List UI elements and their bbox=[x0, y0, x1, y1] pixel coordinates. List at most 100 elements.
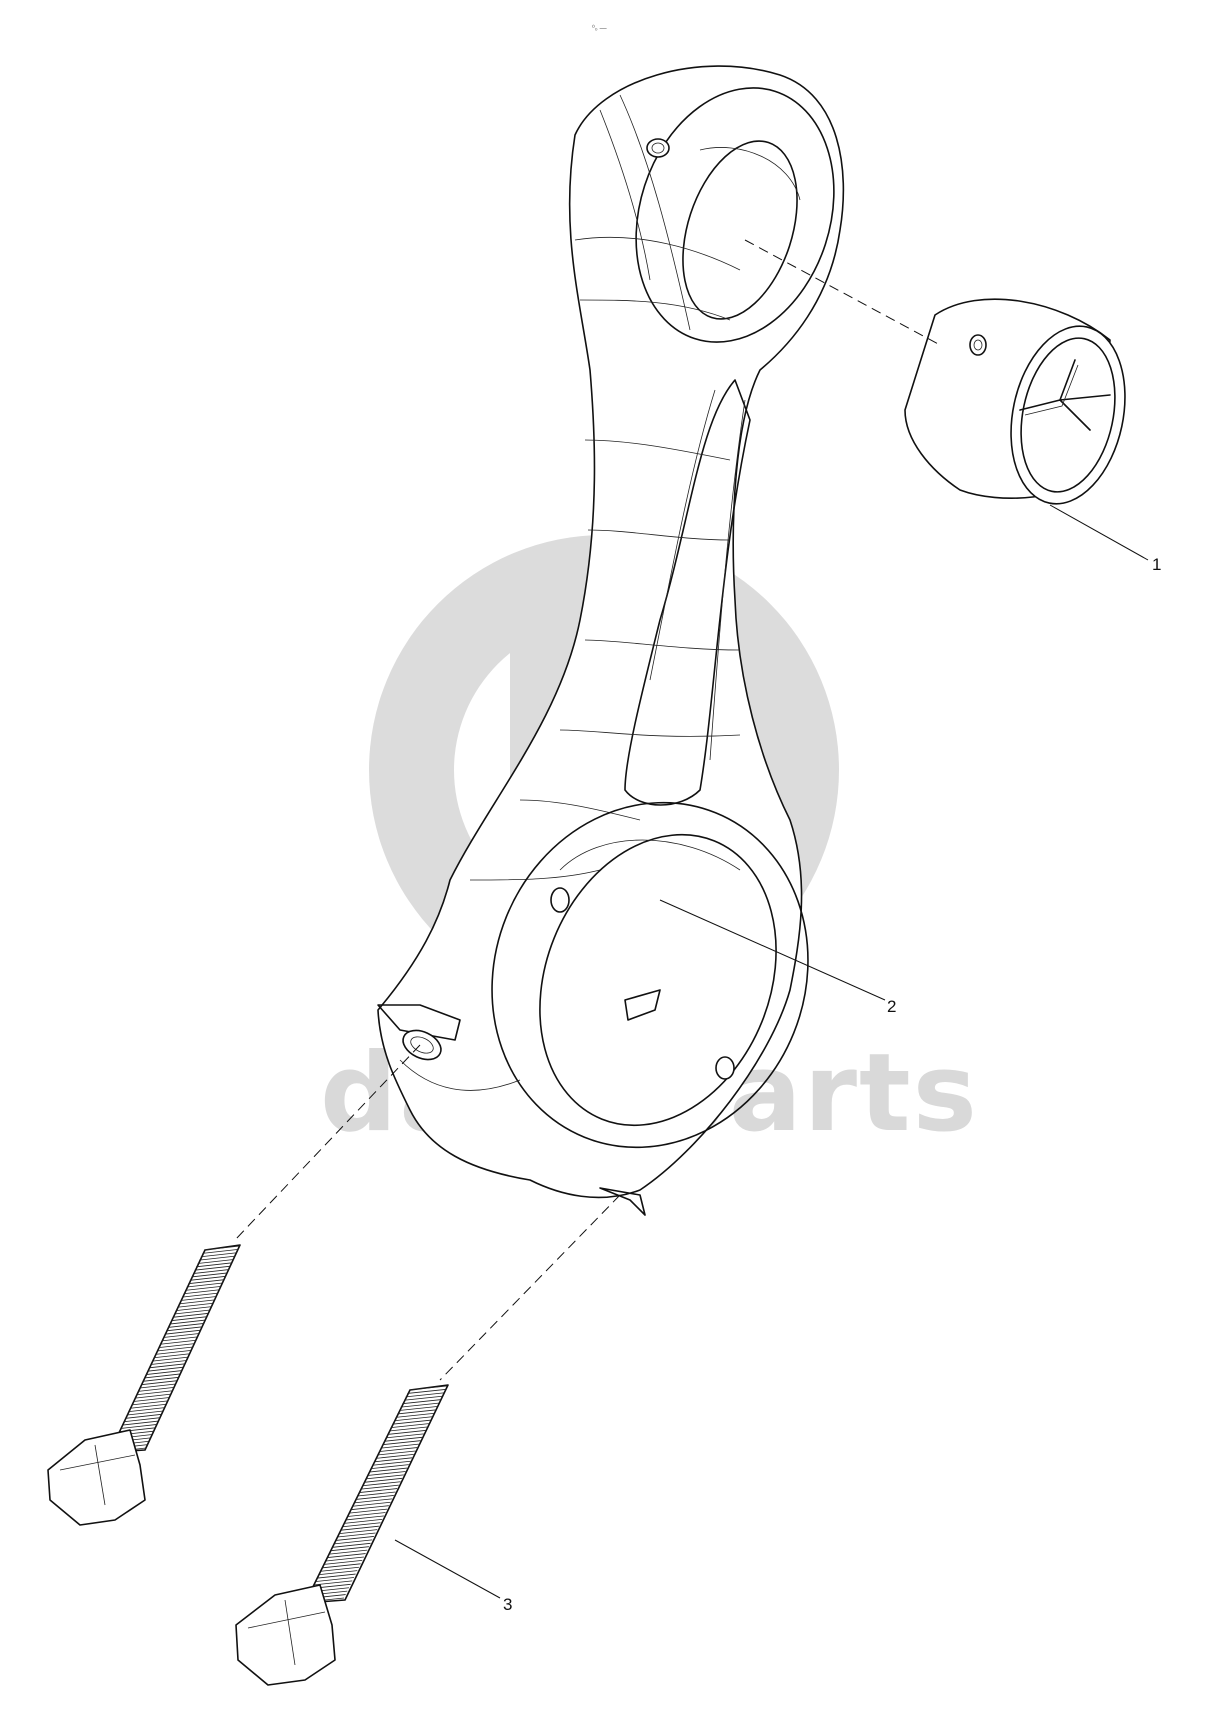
thread-line bbox=[163, 1333, 200, 1338]
thread-line bbox=[147, 1366, 184, 1372]
thread-line bbox=[322, 1563, 361, 1569]
thread-line bbox=[384, 1436, 423, 1442]
thread-line bbox=[369, 1467, 408, 1473]
thread-line bbox=[359, 1488, 398, 1493]
thread-line bbox=[160, 1339, 197, 1345]
assembly-center-lines bbox=[234, 239, 941, 1381]
thread-line bbox=[158, 1343, 195, 1349]
thread-line bbox=[394, 1416, 433, 1422]
callout-label-1: 1 bbox=[1152, 555, 1161, 574]
thread-line bbox=[392, 1419, 431, 1425]
thread-line bbox=[145, 1370, 183, 1375]
thread-line bbox=[136, 1390, 173, 1396]
thread-line bbox=[382, 1440, 421, 1446]
thread-line bbox=[340, 1525, 379, 1531]
thread-line bbox=[161, 1336, 198, 1342]
thread-line bbox=[135, 1393, 172, 1399]
thread-line bbox=[188, 1279, 225, 1285]
thread-line bbox=[397, 1409, 436, 1415]
thread-line bbox=[387, 1430, 426, 1435]
thread-line bbox=[372, 1460, 411, 1466]
rod-bolt-lower bbox=[235, 1384, 449, 1686]
thread-line bbox=[203, 1245, 241, 1251]
thread-line bbox=[196, 1262, 233, 1268]
thread-line bbox=[314, 1580, 353, 1586]
rod-bolt-upper bbox=[47, 1244, 241, 1526]
callout-label-3: 3 bbox=[503, 1595, 512, 1614]
thread-line bbox=[400, 1402, 439, 1408]
thread-line bbox=[357, 1491, 396, 1497]
thread-line bbox=[315, 1577, 355, 1582]
thread-line bbox=[120, 1424, 158, 1429]
thread-line bbox=[405, 1392, 444, 1398]
header-mark: ⁰₀ — bbox=[592, 24, 607, 32]
thread-line bbox=[347, 1512, 386, 1517]
thread-line bbox=[364, 1477, 403, 1483]
thread-line bbox=[362, 1481, 401, 1487]
thread-line bbox=[200, 1252, 237, 1258]
thread-line bbox=[164, 1329, 201, 1335]
thread-line bbox=[408, 1385, 448, 1391]
thread-line bbox=[185, 1286, 222, 1291]
thread-line bbox=[335, 1536, 374, 1541]
thread-line bbox=[150, 1360, 187, 1365]
thread-line bbox=[354, 1498, 393, 1504]
thread-line bbox=[360, 1484, 399, 1490]
thread-line bbox=[355, 1495, 394, 1500]
thread-line bbox=[385, 1433, 424, 1439]
thread-line bbox=[332, 1542, 371, 1548]
thread-line bbox=[202, 1248, 239, 1254]
thread-line bbox=[319, 1570, 358, 1576]
thread-line bbox=[337, 1532, 376, 1538]
thread-line bbox=[403, 1395, 443, 1401]
thread-line bbox=[169, 1319, 206, 1325]
thread-line bbox=[172, 1312, 209, 1318]
thread-line bbox=[128, 1407, 165, 1412]
thread-line bbox=[330, 1546, 369, 1552]
thread-line bbox=[178, 1299, 215, 1305]
callout-label-2: 2 bbox=[887, 997, 896, 1016]
thread-line bbox=[127, 1410, 164, 1416]
thread-line bbox=[345, 1515, 384, 1521]
connecting-rod bbox=[377, 65, 845, 1216]
thread-line bbox=[329, 1549, 368, 1555]
thread-line bbox=[389, 1426, 428, 1432]
callout-3: 3 bbox=[394, 1539, 512, 1614]
thread-line bbox=[124, 1417, 161, 1423]
thread-line bbox=[375, 1453, 414, 1459]
thread-line bbox=[183, 1289, 220, 1295]
thread-line bbox=[398, 1406, 438, 1411]
callout-1: 1 bbox=[1049, 504, 1161, 574]
thread-line bbox=[167, 1323, 205, 1328]
thread-line bbox=[153, 1353, 190, 1359]
thread-line bbox=[325, 1556, 364, 1562]
thread-line bbox=[133, 1397, 170, 1402]
thread-line bbox=[125, 1413, 162, 1419]
small-end-bushing bbox=[904, 298, 1126, 505]
thread-line bbox=[177, 1302, 214, 1308]
thread-line bbox=[390, 1423, 429, 1429]
thread-line bbox=[192, 1269, 230, 1274]
thread-line bbox=[339, 1529, 378, 1535]
thread-line bbox=[374, 1457, 413, 1463]
thread-line bbox=[155, 1349, 192, 1355]
thread-line bbox=[377, 1450, 416, 1456]
thread-line bbox=[144, 1373, 181, 1379]
thread-line bbox=[324, 1559, 363, 1565]
thread-line bbox=[320, 1566, 359, 1572]
thread-line bbox=[122, 1420, 159, 1426]
thread-line bbox=[350, 1505, 389, 1511]
thread-line bbox=[186, 1282, 223, 1288]
thread-line bbox=[131, 1400, 168, 1406]
thread-line bbox=[152, 1356, 189, 1362]
thread-line bbox=[352, 1501, 391, 1507]
thread-line bbox=[370, 1464, 409, 1470]
thread-line bbox=[166, 1326, 203, 1332]
thread-line bbox=[344, 1518, 383, 1524]
thread-line bbox=[149, 1363, 186, 1369]
thread-line bbox=[191, 1272, 228, 1278]
thread-line bbox=[317, 1573, 356, 1579]
thread-line bbox=[182, 1292, 219, 1298]
thread-line bbox=[171, 1316, 208, 1322]
thread-line bbox=[395, 1412, 434, 1418]
